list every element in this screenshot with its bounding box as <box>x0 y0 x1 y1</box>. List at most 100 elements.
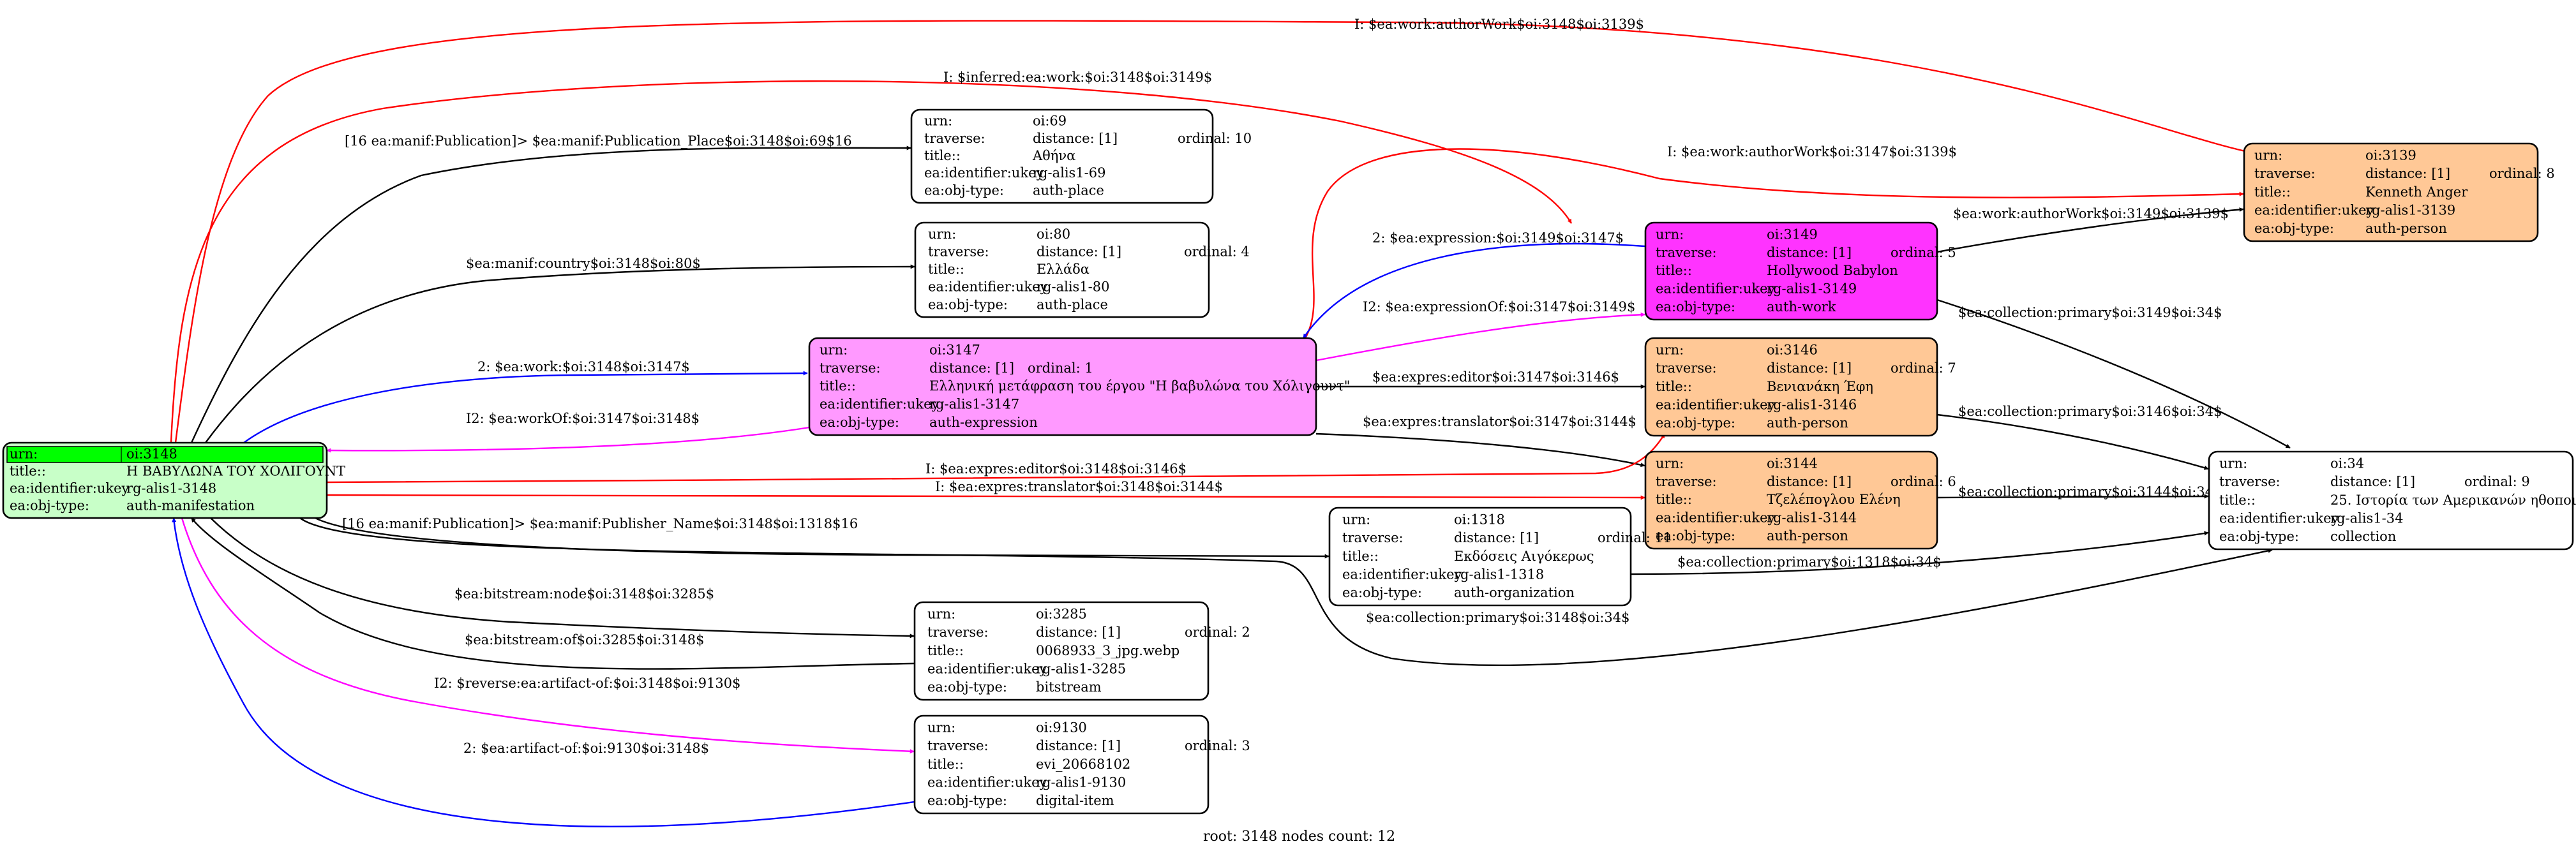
node-field-value: Εκδόσεις Αιγόκερως <box>1454 549 1594 564</box>
node-box <box>914 221 1210 318</box>
node-field-value: oi:3139 <box>2365 148 2416 163</box>
node-field-label: traverse: <box>924 131 985 146</box>
node-box <box>1644 221 1938 321</box>
node-field-value: Kenneth Anger <box>2365 184 2468 200</box>
edge-inferred-work-3148-3149 <box>170 80 1573 443</box>
node-field-value: ordinal: 11 <box>1598 530 1672 545</box>
graph-footer: root: 3148 nodes count: 12 <box>1203 829 1395 845</box>
node-field-label: ea:obj-type: <box>927 679 1007 695</box>
node-field-value: oi:3147 <box>929 342 980 357</box>
edge-editor-3148-3146 <box>326 433 1666 484</box>
edge-collection-3148-34 <box>299 517 2273 667</box>
node-field-label: ea:identifier:ukey <box>1656 397 1776 412</box>
node-field-value: Βενιανάκη Έφη <box>1767 379 1873 394</box>
edge-expression-3149-3147 <box>1303 242 1645 339</box>
node-field-value: distance: [1] <box>1767 360 1852 376</box>
node-field-label: urn: <box>1656 455 1684 471</box>
node-field-label: urn: <box>1656 343 1684 358</box>
node-field-value: ordinal: 4 <box>1184 244 1250 259</box>
node-field-label: urn: <box>927 720 955 736</box>
node-field-value: auth-place <box>1033 182 1104 198</box>
node-header-highlight <box>6 446 324 463</box>
node-field-label: ea:identifier:ukey <box>820 397 940 412</box>
node-field-label: title:: <box>820 378 856 394</box>
node-field-label: ea:obj-type: <box>924 182 1004 198</box>
node-field-label: traverse: <box>928 244 989 259</box>
node-field-value: rg-alis1-3285 <box>1036 661 1126 676</box>
node-field-label: urn: <box>924 114 952 129</box>
node-field-value: auth-person <box>2365 221 2447 236</box>
node-field-value: ordinal: 3 <box>1185 738 1250 753</box>
node-field-label: ea:obj-type: <box>1656 415 1735 431</box>
node-field-label: ea:identifier:ukey <box>2219 510 2339 526</box>
node-field-value: Ελλάδα <box>1037 262 1090 277</box>
edge-label-expressionof-3147-3149: I2: $ea:expressionOf:$oi:3147$oi:3149$ <box>1363 299 1635 314</box>
node-field-value: oi:80 <box>1037 226 1070 242</box>
edge-bitstream-of-3285-3148 <box>191 517 915 670</box>
edge-label-bitstream-node-3148-3285: $ea:bitstream:node$oi:3148$oi:3285$ <box>454 586 714 602</box>
edge-publication-place-3148-69 <box>190 145 911 443</box>
edge-label-collection-3144-34: $ea:collection:primary$oi:3144$oi:34$ <box>1958 484 2222 500</box>
node-field-label: title:: <box>927 757 964 772</box>
node-field-value: ordinal: 9 <box>2464 474 2530 489</box>
node-field-value: ordinal: 8 <box>2489 166 2555 181</box>
node-field-label: urn: <box>820 342 848 357</box>
edge-artifact-of-9130-3148 <box>172 517 915 827</box>
node-field-label: ea:identifier:ukey <box>1342 566 1462 582</box>
node-field-label: traverse: <box>1656 360 1717 376</box>
node-field-label: ea:identifier:ukey <box>2254 202 2374 218</box>
node-field-label: traverse: <box>2254 166 2316 181</box>
node-field-label: urn: <box>2219 456 2247 471</box>
node-field-label: ea:identifier:ukey <box>10 480 130 496</box>
node-field-label: ea:obj-type: <box>10 498 89 513</box>
node-field-value: oi:3285 <box>1036 607 1087 622</box>
node-field-value: auth-person <box>1767 528 1848 544</box>
edge-label-country-3148-80: $ea:manif:country$oi:3148$oi:80$ <box>466 256 701 271</box>
node-box <box>913 714 1209 815</box>
node-field-label: traverse: <box>820 360 881 376</box>
node-field-value: ordinal: 5 <box>1891 245 1956 260</box>
node-field-value: distance: [1] <box>2365 166 2450 181</box>
node-field-value: rg-alis1-80 <box>1037 279 1110 295</box>
node-field-value: oi:3148 <box>126 446 177 461</box>
node-field-label: ea:identifier:ukey <box>927 774 1047 790</box>
node-field-value: rg-alis1-3146 <box>1767 397 1857 412</box>
node-field-label: ea:obj-type: <box>927 793 1007 808</box>
edge-label-editor-3148-3146: I: $ea:expres:editor$oi:3148$oi:3146$ <box>925 461 1187 477</box>
node-field-label: title:: <box>10 463 46 478</box>
node-field-value: rg-alis1-3139 <box>2365 202 2455 218</box>
node-box <box>2243 142 2539 242</box>
edge-label-work-3148-3147: 2: $ea:work:$oi:3148$oi:3147$ <box>477 359 690 374</box>
edge-label-artifact-of-9130-3148: 2: $ea:artifact-of:$oi:9130$oi:3148$ <box>463 741 709 756</box>
edge-authorwork-3149-3139 <box>1936 207 2244 253</box>
node-field-value: 0068933_3_jpg.webp <box>1036 643 1179 658</box>
node-field-value: auth-place <box>1037 297 1108 312</box>
node-field-label: title:: <box>2254 184 2291 200</box>
node-field-value: auth-manifestation <box>126 498 255 513</box>
edge-authorwork-3148-3139 <box>174 20 2249 443</box>
node-field-value: rg-alis1-3149 <box>1767 281 1857 297</box>
edge-label-editor-3147-3146: $ea:expres:editor$oi:3147$oi:3146$ <box>1372 369 1619 385</box>
node-field-label: traverse: <box>1342 530 1404 545</box>
node-field-label: urn: <box>1342 512 1370 528</box>
node-field-value: evi_20668102 <box>1036 757 1130 772</box>
node-field-value: Η ΒΑΒΥΛΩΝΑ ΤΟΥ ΧΟΛΙΓΟΥΝΤ <box>126 463 345 478</box>
node-field-value: distance: [1] <box>929 360 1014 376</box>
node-field-label: ea:obj-type: <box>1656 299 1735 314</box>
node-field-value: distance: [1] <box>1767 474 1852 489</box>
node-field-label: ea:obj-type: <box>820 415 899 430</box>
node-field-value: oi:3144 <box>1767 455 1818 471</box>
